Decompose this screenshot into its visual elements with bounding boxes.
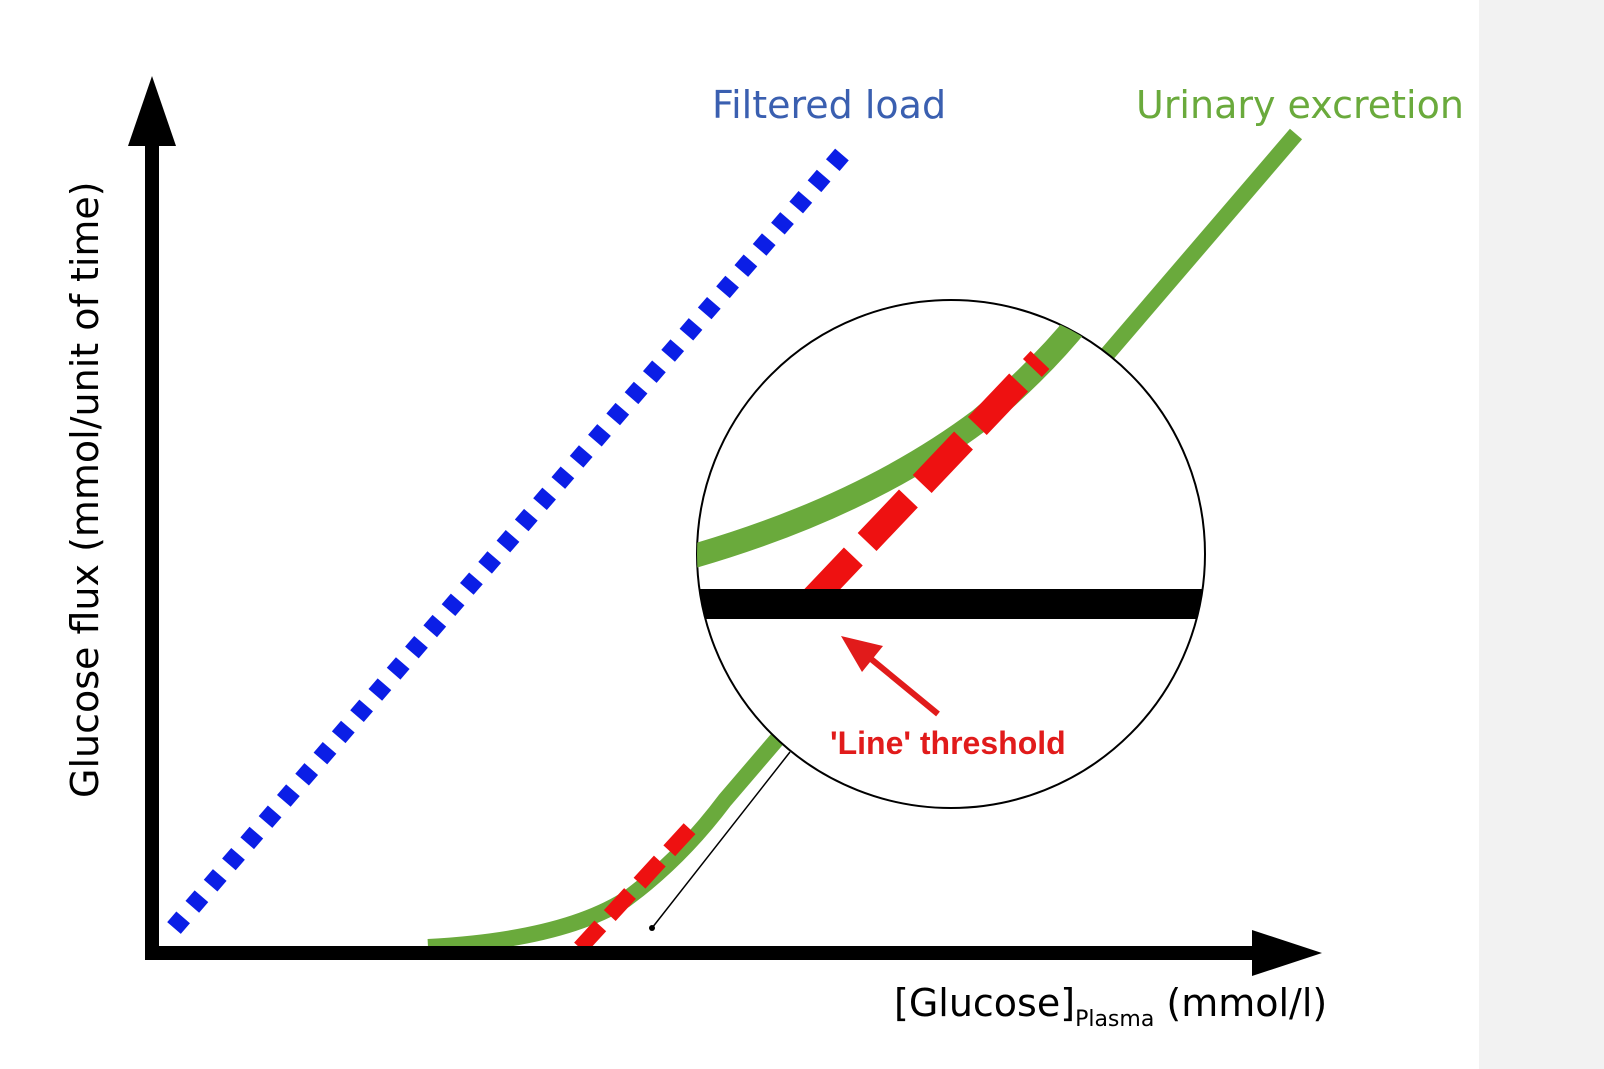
y-axis-arrow-icon <box>128 76 176 146</box>
pointer-arrow-shaft <box>863 651 940 717</box>
right-margin-panel <box>1479 0 1604 1069</box>
zoom-threshold-line <box>802 351 1050 609</box>
y-axis-label: Glucose flux (mmol/unit of time) <box>63 181 107 798</box>
zoom-anchor-dot <box>649 925 655 931</box>
filtered-load-line <box>167 138 858 934</box>
threshold-line <box>574 820 698 954</box>
pointer-arrow-icon <box>841 636 883 672</box>
threshold-label: 'Line' threshold <box>830 725 1066 761</box>
zoom-leader-line <box>651 751 791 929</box>
x-axis-label: [Glucose]Plasma (mmol/l) <box>894 981 1327 1032</box>
x-axis-label-main: [Glucose] <box>894 981 1075 1025</box>
x-axis-label-subscript: Plasma <box>1075 1007 1154 1032</box>
x-axis-arrow-icon <box>1252 930 1322 976</box>
zoom-axis-bar <box>697 589 1205 619</box>
x-axis-label-unit: (mmol/l) <box>1154 981 1327 1025</box>
zoom-inset <box>697 312 1205 619</box>
urinary-excretion-label: Urinary excretion <box>1136 83 1464 127</box>
filtered-load-label: Filtered load <box>712 83 946 127</box>
